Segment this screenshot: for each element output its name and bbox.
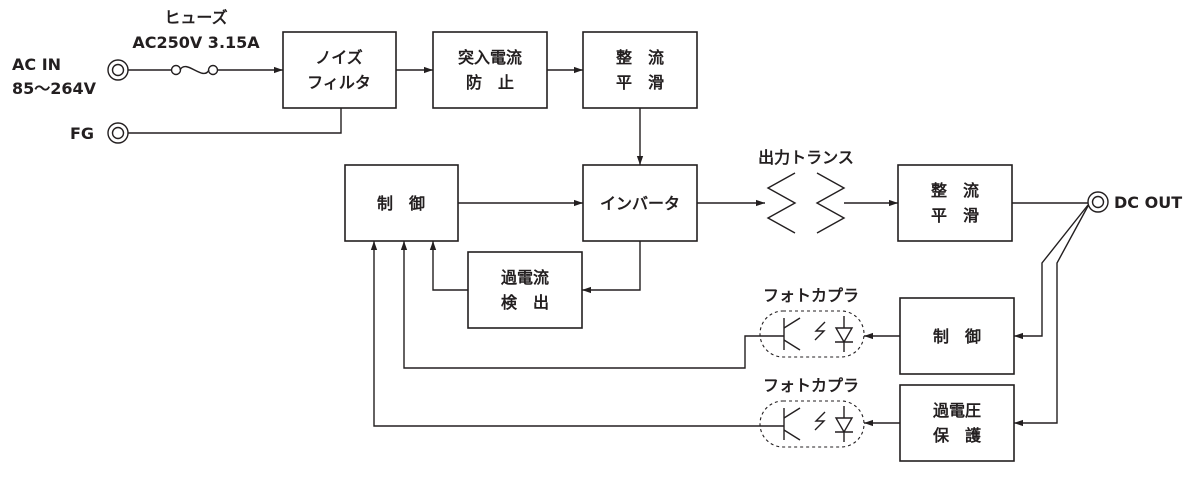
fg-terminal-icon [107, 122, 129, 144]
photocoupler-1-label: フォトカプラ [763, 286, 859, 305]
inrush-prevention-label-2: 防 止 [466, 73, 514, 92]
dc-out-terminal-icon [1087, 191, 1109, 213]
fuse-icon [170, 64, 219, 76]
ac-in-label: AC IN [12, 55, 61, 74]
photocoupler-2-icon [759, 400, 865, 448]
inrush-prevention-label-1: 突入電流 [458, 48, 522, 67]
output-transformer-label: 出力トランス [758, 148, 854, 167]
photocoupler-1-icon [759, 310, 865, 358]
fuse-rating-label: AC250V 3.15A [132, 33, 260, 52]
noise-filter-label-2: フィルタ [307, 73, 371, 92]
inverter-block: インバータ [582, 164, 698, 242]
rectifier-smoothing-2-label-2: 平 滑 [931, 206, 979, 225]
transformer-icon [766, 172, 846, 234]
noise-filter-label-1: ノイズ [315, 48, 363, 67]
ac-in-voltage-label: 85～264V [12, 79, 97, 98]
ac-in-terminal-icon [107, 59, 129, 81]
rectifier-smoothing-1-block: 整 流 平 滑 [582, 31, 698, 109]
inverter-label: インバータ [600, 194, 680, 213]
rectifier-smoothing-1-label-1: 整 流 [615, 48, 664, 67]
photocoupler-2-label: フォトカプラ [763, 376, 859, 395]
overvoltage-protection-label-2: 保 護 [932, 426, 982, 445]
secondary-control-block: 制 御 [899, 297, 1015, 375]
signal-wires [128, 66, 1089, 427]
fuse-label: ヒューズ [164, 8, 227, 27]
primary-control-block: 制 御 [344, 164, 459, 242]
overvoltage-protection-block: 過電圧 保 護 [899, 384, 1015, 462]
overcurrent-detection-block: 過電流 検 出 [467, 251, 583, 329]
noise-filter-block: ノイズ フィルタ [282, 31, 397, 109]
dc-out-label: DC OUT [1114, 193, 1182, 212]
overcurrent-detection-label-1: 過電流 [500, 268, 549, 287]
primary-control-label: 制 御 [377, 194, 425, 213]
rectifier-smoothing-1-label-2: 平 滑 [616, 73, 664, 92]
rectifier-smoothing-2-block: 整 流 平 滑 [897, 164, 1013, 242]
inrush-prevention-block: 突入電流 防 止 [432, 31, 548, 109]
overcurrent-detection-label-2: 検 出 [501, 293, 549, 312]
rectifier-smoothing-2-label-1: 整 流 [930, 181, 979, 200]
overvoltage-protection-label-1: 過電圧 [932, 401, 981, 420]
fg-label: FG [70, 124, 94, 143]
secondary-control-label: 制 御 [933, 327, 981, 346]
